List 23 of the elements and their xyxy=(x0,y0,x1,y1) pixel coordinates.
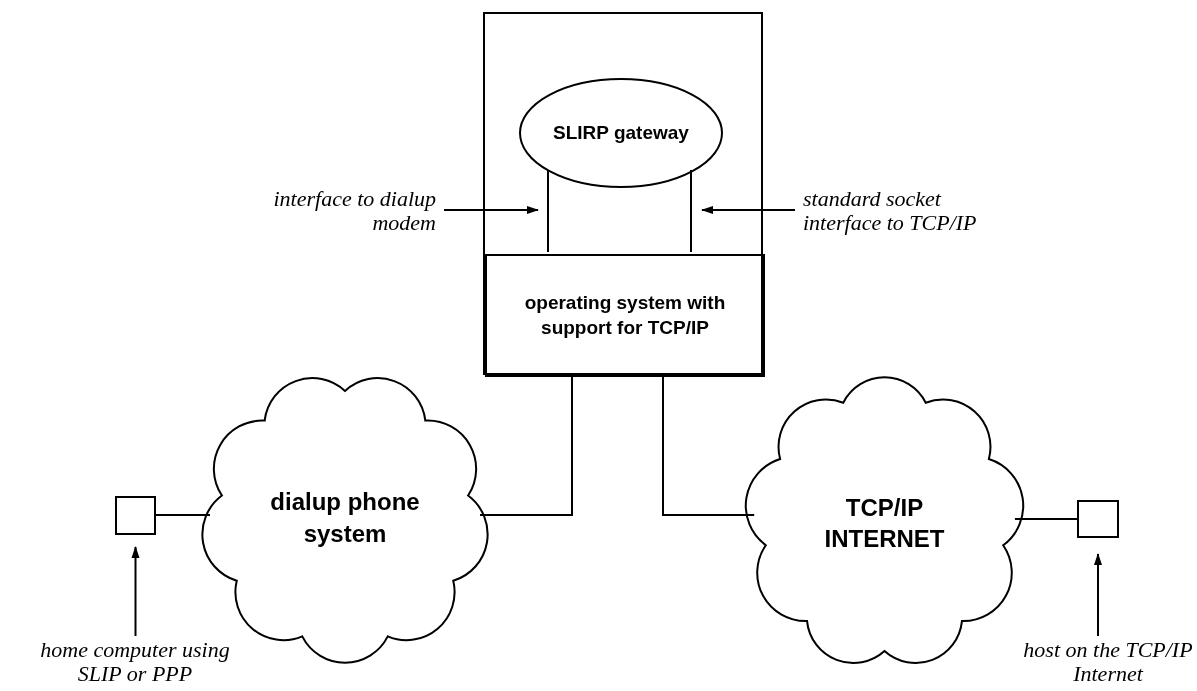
connector-line xyxy=(662,374,756,516)
cloud-label: dialup phone system xyxy=(269,487,421,549)
connector-line xyxy=(1013,518,1078,520)
cloud-label: TCP/IP INTERNET xyxy=(823,492,946,554)
arrow xyxy=(443,206,539,214)
connector-line xyxy=(155,514,211,516)
arrow xyxy=(131,546,140,637)
gateway-ellipse xyxy=(519,78,723,188)
annotation-text: standard socket interface to TCP/IP xyxy=(803,186,1023,236)
connector-line xyxy=(547,169,549,253)
connector-line xyxy=(690,168,692,253)
annotation-text: home computer using SLIP or PPP xyxy=(35,636,235,688)
connector-line xyxy=(479,374,573,516)
box-label: operating system with support for TCP/IP xyxy=(523,290,727,340)
computer-box xyxy=(483,12,763,375)
box-label: SLIRP gateway xyxy=(553,120,689,145)
arrow xyxy=(1094,553,1102,637)
annotation-text: interface to dialup modem xyxy=(250,186,436,236)
arrow xyxy=(701,206,796,214)
computer-square xyxy=(115,496,156,535)
os-box xyxy=(485,254,765,377)
annotation-text: host on the TCP/IP Internet xyxy=(1020,636,1196,688)
computer-square xyxy=(1077,500,1119,538)
